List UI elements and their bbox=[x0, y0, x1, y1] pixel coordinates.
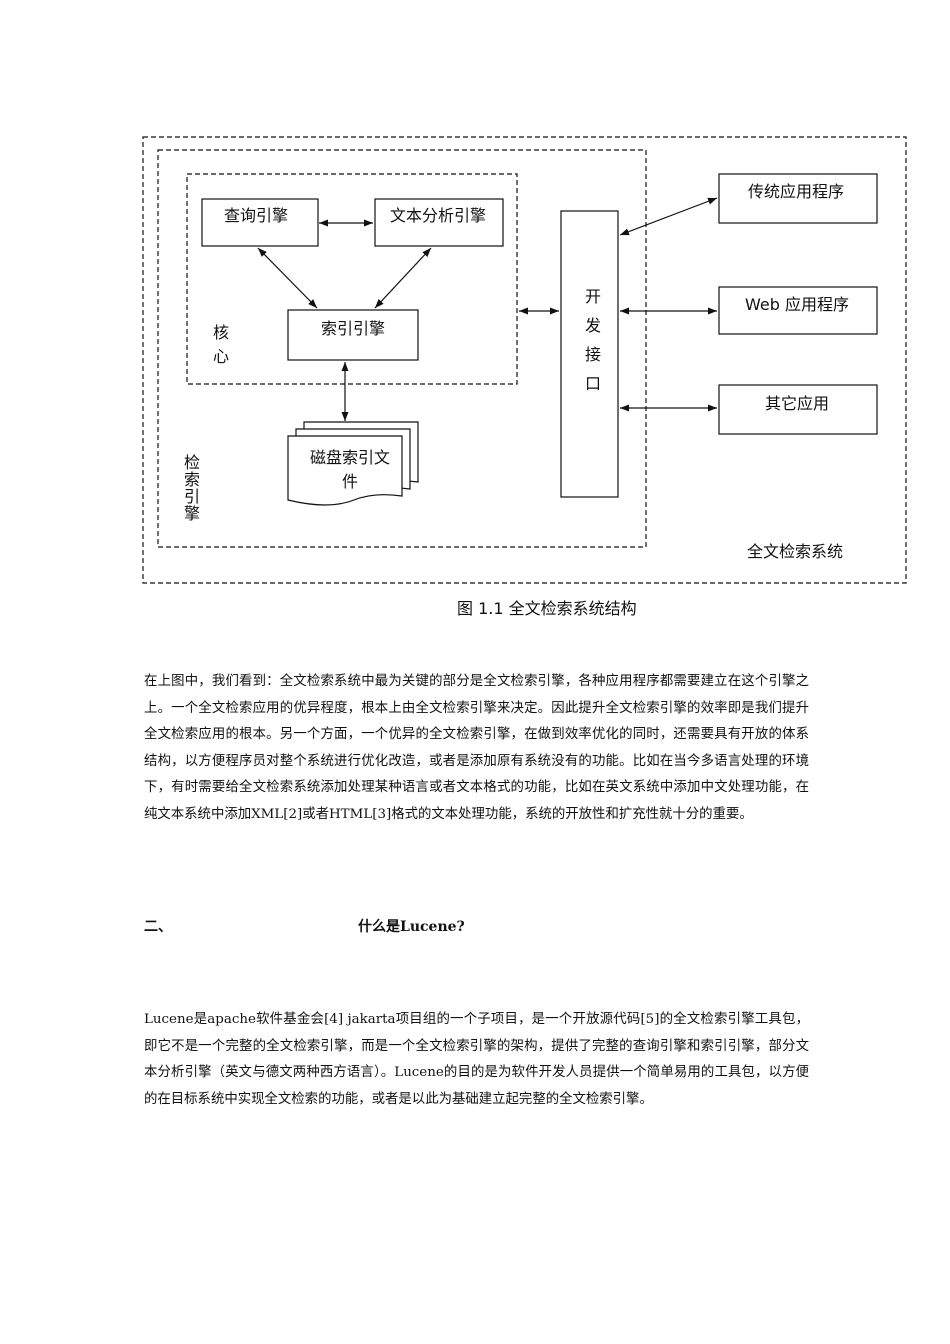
section-title: 什么是Lucene? bbox=[358, 919, 465, 935]
web-app-label: Web 应用程序 bbox=[745, 295, 849, 314]
core-label: 核心 bbox=[212, 323, 229, 366]
fulltext-system-border bbox=[142, 136, 907, 584]
section-number: 二、 bbox=[144, 919, 172, 935]
paragraph-1: 在上图中，我们看到：全文检索系统中最为关键的部分是全文检索引擎，各种应用程序都需… bbox=[144, 674, 809, 822]
web-app-box bbox=[718, 286, 878, 335]
text-analysis-label: 文本分析引擎 bbox=[390, 206, 487, 225]
architecture-diagram: 查询引擎 文本分析引擎 索引引擎 磁盘索引文件 开发接口 传统应用程序 Web … bbox=[0, 0, 950, 640]
paragraph-2: Lucene是apache软件基金会[4] jakarta项目组的一个子项目，是… bbox=[144, 1012, 809, 1107]
search-engine-label: 检索引擎 bbox=[183, 453, 200, 523]
dev-interface-box bbox=[560, 210, 619, 498]
fulltext-system-label: 全文检索系统 bbox=[747, 542, 844, 561]
other-app-label: 其它应用 bbox=[765, 394, 830, 413]
search-engine-border bbox=[157, 149, 647, 548]
index-engine-box bbox=[287, 309, 419, 361]
query-engine-box bbox=[201, 198, 319, 247]
text-analysis-box bbox=[374, 198, 504, 247]
other-app-box bbox=[718, 384, 878, 435]
core-border bbox=[186, 173, 518, 385]
disk-files-shape bbox=[287, 435, 403, 506]
diagram-lines bbox=[142, 136, 907, 584]
index-engine-label: 索引引擎 bbox=[321, 319, 386, 338]
disk-index-files-label: 磁盘索引文件 bbox=[309, 448, 390, 491]
query-engine-label: 查询引擎 bbox=[224, 206, 289, 225]
dev-interface-label: 开发接口 bbox=[584, 287, 601, 393]
traditional-app-box bbox=[718, 173, 878, 224]
traditional-app-label: 传统应用程序 bbox=[748, 182, 845, 201]
figure-caption: 图 1.1 全文检索系统结构 bbox=[457, 599, 637, 618]
